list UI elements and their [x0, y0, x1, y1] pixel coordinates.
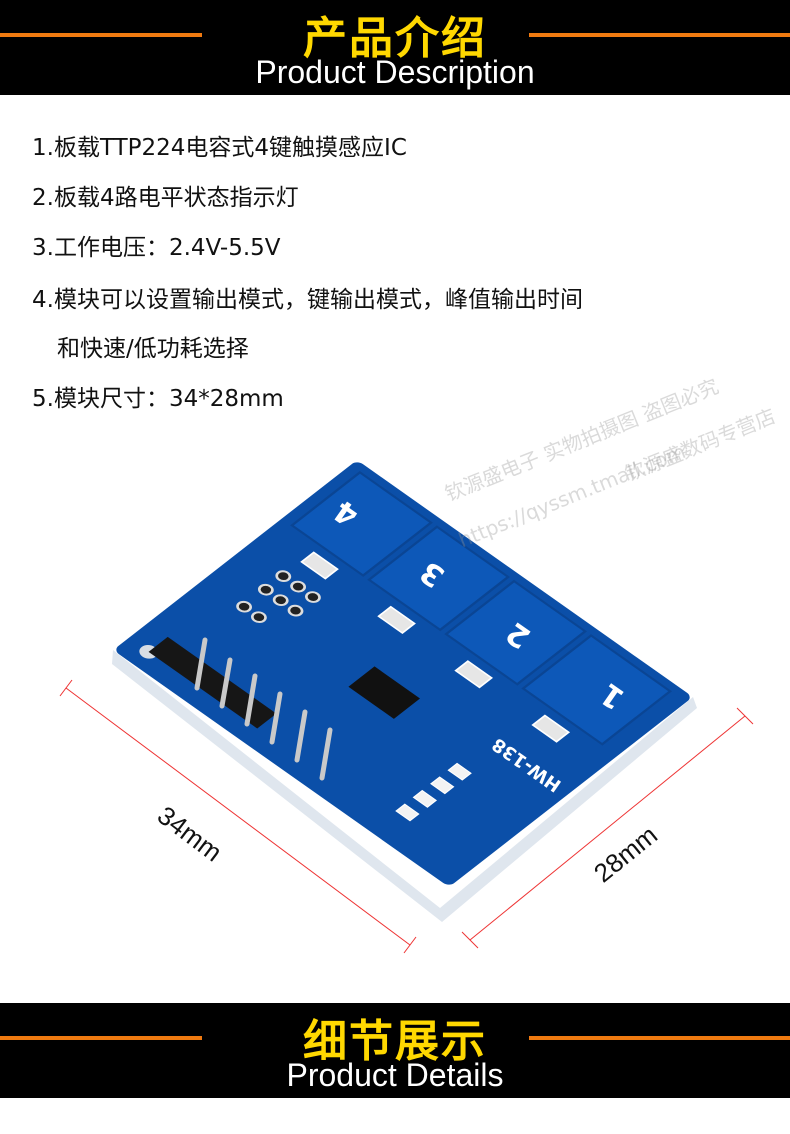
capacitor — [454, 660, 494, 689]
capacitor — [531, 714, 571, 743]
pcb — [116, 462, 690, 885]
feature-item-continued: 和快速/低功耗选择 — [57, 336, 249, 362]
touch-pad-2 — [444, 579, 588, 686]
section-header-description: 产品介绍 Product Description — [0, 0, 790, 95]
section-title-en: Product Details — [286, 1057, 504, 1093]
dimension-line-length — [59, 679, 417, 954]
dimension-line-width — [461, 707, 754, 949]
feature-item: 4.模块可以设置输出模式，键输出模式，峰值输出时间 — [32, 287, 583, 313]
capacitor — [300, 551, 339, 580]
touch-pad-3 — [367, 525, 510, 632]
touch-pad-4 — [290, 471, 433, 577]
accent-line-left — [0, 33, 202, 37]
section-title-cn: 细节展示 — [303, 1016, 487, 1067]
accent-line-left — [0, 1036, 202, 1040]
feature-item: 3.工作电压：2.4V-5.5V — [32, 235, 281, 261]
touch-board — [116, 462, 690, 885]
feature-item: 5.模块尺寸：34*28mm — [32, 386, 284, 412]
pin-header — [148, 636, 277, 729]
touch-pad-1 — [521, 634, 673, 746]
section-header-details: 细节展示 Product Details — [0, 1003, 790, 1098]
capacitor — [377, 605, 416, 635]
section-title-cn: 产品介绍 — [303, 13, 487, 64]
accent-line-right — [529, 1036, 790, 1040]
accent-line-right — [529, 33, 790, 37]
header-pins — [194, 637, 333, 781]
feature-item: 1.板载TTP224电容式4键触摸感应IC — [32, 135, 407, 161]
section-title-en: Product Description — [255, 54, 535, 90]
feature-item: 2.板载4路电平状态指示灯 — [32, 185, 299, 211]
ttp224-chip — [348, 666, 420, 719]
